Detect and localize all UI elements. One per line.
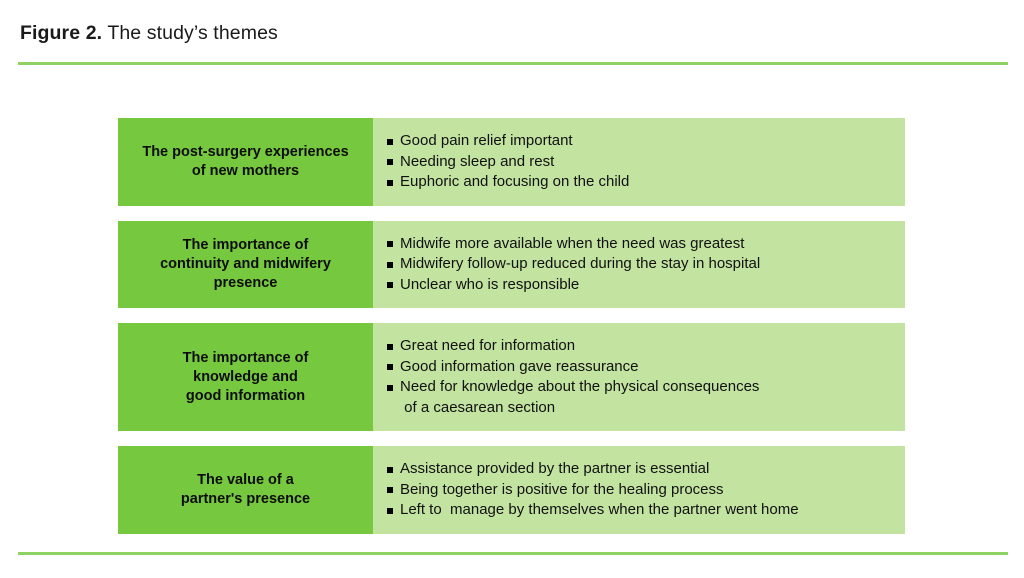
theme-row: The post-surgery experiences of new moth…	[118, 118, 905, 206]
theme-points-list: Assistance provided by the partner is es…	[387, 459, 895, 521]
top-divider-rule	[18, 62, 1008, 65]
theme-point-text: Great need for information	[400, 337, 576, 354]
theme-point-item: Good information gave reassurance	[387, 357, 895, 378]
theme-point-text: Unclear who is responsible	[400, 275, 580, 293]
bullet-square-icon	[387, 241, 393, 247]
theme-point-item: Unclear who is responsible	[387, 275, 895, 296]
bottom-divider-rule	[18, 552, 1008, 555]
theme-point-text: Good pain relief important	[400, 132, 573, 149]
theme-point-text: Euphoric and focusing on the child	[400, 173, 630, 190]
theme-point-text: Left to manage by themselves when the pa…	[400, 501, 799, 518]
theme-point-item: Midwifery follow-up reduced during the s…	[387, 254, 895, 275]
bullet-square-icon	[387, 282, 393, 288]
theme-point-text: Good information gave reassurance	[400, 357, 639, 375]
bullet-square-icon	[387, 487, 393, 493]
theme-point-item: Good pain relief important	[387, 131, 895, 152]
bullet-square-icon	[387, 179, 393, 186]
theme-point-text: Midwife more available when the need was…	[400, 234, 745, 252]
bullet-square-icon	[387, 159, 393, 165]
theme-title: The value of a partner's presence	[180, 471, 311, 507]
theme-title: The importance of continuity and midwife…	[160, 236, 331, 291]
theme-point-text: Need for knowledge about the physical co…	[400, 378, 760, 416]
bullet-square-icon	[387, 261, 393, 268]
theme-label-cell: The value of a partner's presence	[118, 446, 373, 534]
theme-points-list: Midwife more available when the need was…	[387, 234, 895, 296]
theme-point-item: Being together is positive for the heali…	[387, 480, 895, 501]
bullet-square-icon	[387, 138, 393, 145]
theme-point-item: Great need for information	[387, 336, 895, 357]
theme-point-item: Left to manage by themselves when the pa…	[387, 500, 895, 521]
figure-caption-text: The study’s themes	[102, 22, 278, 44]
bullet-square-icon	[387, 364, 393, 370]
themes-table: The post-surgery experiences of new moth…	[118, 118, 905, 534]
theme-point-item: Assistance provided by the partner is es…	[387, 459, 895, 480]
theme-point-text: Needing sleep and rest	[400, 152, 555, 170]
theme-point-item: Euphoric and focusing on the child	[387, 172, 895, 193]
theme-point-item: Needing sleep and rest	[387, 152, 895, 173]
theme-point-text: Being together is positive for the heali…	[400, 480, 724, 498]
theme-label-cell: The importance of knowledge and good inf…	[118, 323, 373, 431]
theme-point-item: Midwife more available when the need was…	[387, 234, 895, 255]
theme-point-text: Midwifery follow-up reduced during the s…	[400, 255, 761, 272]
theme-row: The importance of continuity and midwife…	[118, 220, 905, 308]
figure-caption: Figure 2. The study’s themes	[20, 20, 278, 46]
theme-title: The post-surgery experiences of new moth…	[142, 143, 349, 179]
bullet-square-icon	[387, 343, 393, 350]
theme-row: The value of a partner's presence Assista…	[118, 446, 905, 534]
bullet-square-icon	[387, 507, 393, 514]
theme-label-cell: The importance of continuity and midwife…	[118, 220, 373, 308]
bullet-square-icon	[387, 466, 393, 473]
theme-point-item: Need for knowledge about the physical co…	[387, 377, 895, 418]
theme-point-text: Assistance provided by the partner is es…	[400, 460, 710, 477]
theme-label-cell: The post-surgery experiences of new moth…	[118, 118, 373, 206]
figure-number-label: Figure 2.	[20, 22, 103, 44]
bullet-square-icon	[387, 384, 393, 391]
theme-points-cell: Midwife more available when the need was…	[373, 220, 905, 308]
theme-row: The importance of knowledge and good inf…	[118, 323, 905, 431]
theme-title: The importance of knowledge and good inf…	[182, 349, 309, 404]
theme-points-cell: Assistance provided by the partner is es…	[373, 446, 905, 534]
